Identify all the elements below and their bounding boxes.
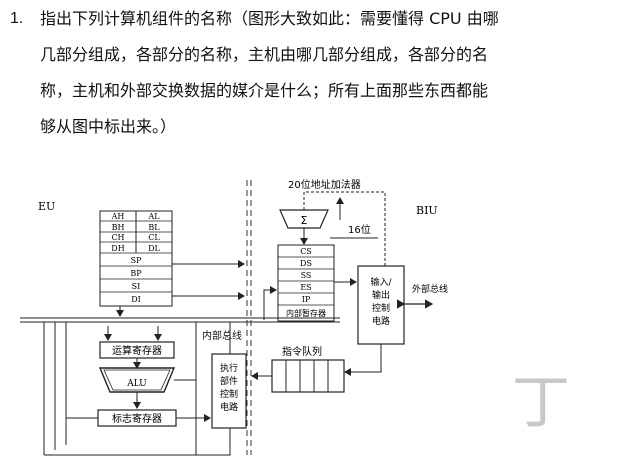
reg-ah: AH xyxy=(111,212,125,221)
eu-biu-divider xyxy=(246,180,252,455)
calc-reg-label: 运算寄存器 xyxy=(112,344,162,357)
address-adder-label: 20位地址加法器 xyxy=(288,178,361,191)
reg-di: DI xyxy=(131,295,141,304)
io-line-3: 控制 xyxy=(372,302,390,314)
exec-line-4: 电路 xyxy=(220,401,238,413)
question-line-1: 指出下列计算机组件的名称（图形大致如此：需要懂得 CPU 由哪 xyxy=(40,9,499,28)
exec-control-circuit: 执行 部件 控制 电路 xyxy=(211,353,247,429)
seg-cs: CS xyxy=(300,247,312,256)
reg-dl: DL xyxy=(148,244,160,253)
internal-bus-label: 内部总线 xyxy=(202,329,242,342)
exec-line-2: 部件 xyxy=(220,375,238,387)
reg-si: SI xyxy=(132,282,141,291)
question-number: 1. xyxy=(10,10,24,27)
operation-register: 运算寄存器 xyxy=(99,341,175,369)
alu: ALU xyxy=(98,367,196,409)
reg-dh: DH xyxy=(111,244,124,253)
cpu-diagram: EU BIU AH AL BH BL CH CL DH DL SP BP SI … xyxy=(20,178,570,456)
flag-reg-label: 标志寄存器 xyxy=(112,412,162,425)
io-line-2: 输出 xyxy=(372,289,390,301)
question-line-2: 几部分组成，各部分的名称，主机由哪几部分组成，各部分的名 xyxy=(40,45,489,64)
seg-ip: IP xyxy=(302,295,311,304)
segment-register-file: CS DS SS ES IP 内部暂存器 xyxy=(263,244,357,322)
instruction-queue: 指令队列 xyxy=(251,345,345,393)
biu-label: BIU xyxy=(416,204,438,217)
reg-bp: BP xyxy=(130,269,142,278)
seg-ss: SS xyxy=(301,271,312,280)
flag-register: 标志寄存器 xyxy=(66,409,211,427)
address-adder: 20位地址加法器 Σ 16位 xyxy=(279,178,386,270)
exec-line-3: 控制 xyxy=(220,388,238,400)
alu-label: ALU xyxy=(126,379,147,389)
external-bus-label: 外部总线 xyxy=(412,283,448,295)
io-line-1: 输入/ xyxy=(370,276,392,288)
seg-es: ES xyxy=(300,283,311,292)
reg-cl: CL xyxy=(148,233,160,242)
register-bus-links xyxy=(172,260,245,300)
reg-bh: BH xyxy=(112,223,125,232)
queue-label: 指令队列 xyxy=(282,345,322,358)
sigma-symbol: Σ xyxy=(301,214,308,227)
seg-ds: DS xyxy=(300,259,312,268)
reg-al: AL xyxy=(147,212,160,221)
io-line-4: 电路 xyxy=(372,315,390,327)
question-line-4: 够从图中标出来。） xyxy=(40,117,177,136)
seg-caption: 内部暂存器 xyxy=(286,308,326,318)
watermark: 丁 xyxy=(512,368,570,436)
reg-bl: BL xyxy=(148,223,160,232)
question-line-3: 称，主机和外部交换数据的媒介是什么；所有上面那些东西都能 xyxy=(40,81,489,100)
general-register-file: AH AL BH BL CH CL DH DL SP BP SI DI xyxy=(99,210,173,307)
reg-sp: SP xyxy=(131,256,142,265)
io-control-circuit: 输入/ 输出 控制 电路 外部总线 xyxy=(344,265,448,376)
reg-ch: CH xyxy=(111,233,124,242)
eu-label: EU xyxy=(38,200,55,213)
bits-16-label: 16位 xyxy=(348,223,371,236)
exec-line-1: 执行 xyxy=(220,362,238,374)
internal-bus: 内部总线 xyxy=(20,317,340,342)
